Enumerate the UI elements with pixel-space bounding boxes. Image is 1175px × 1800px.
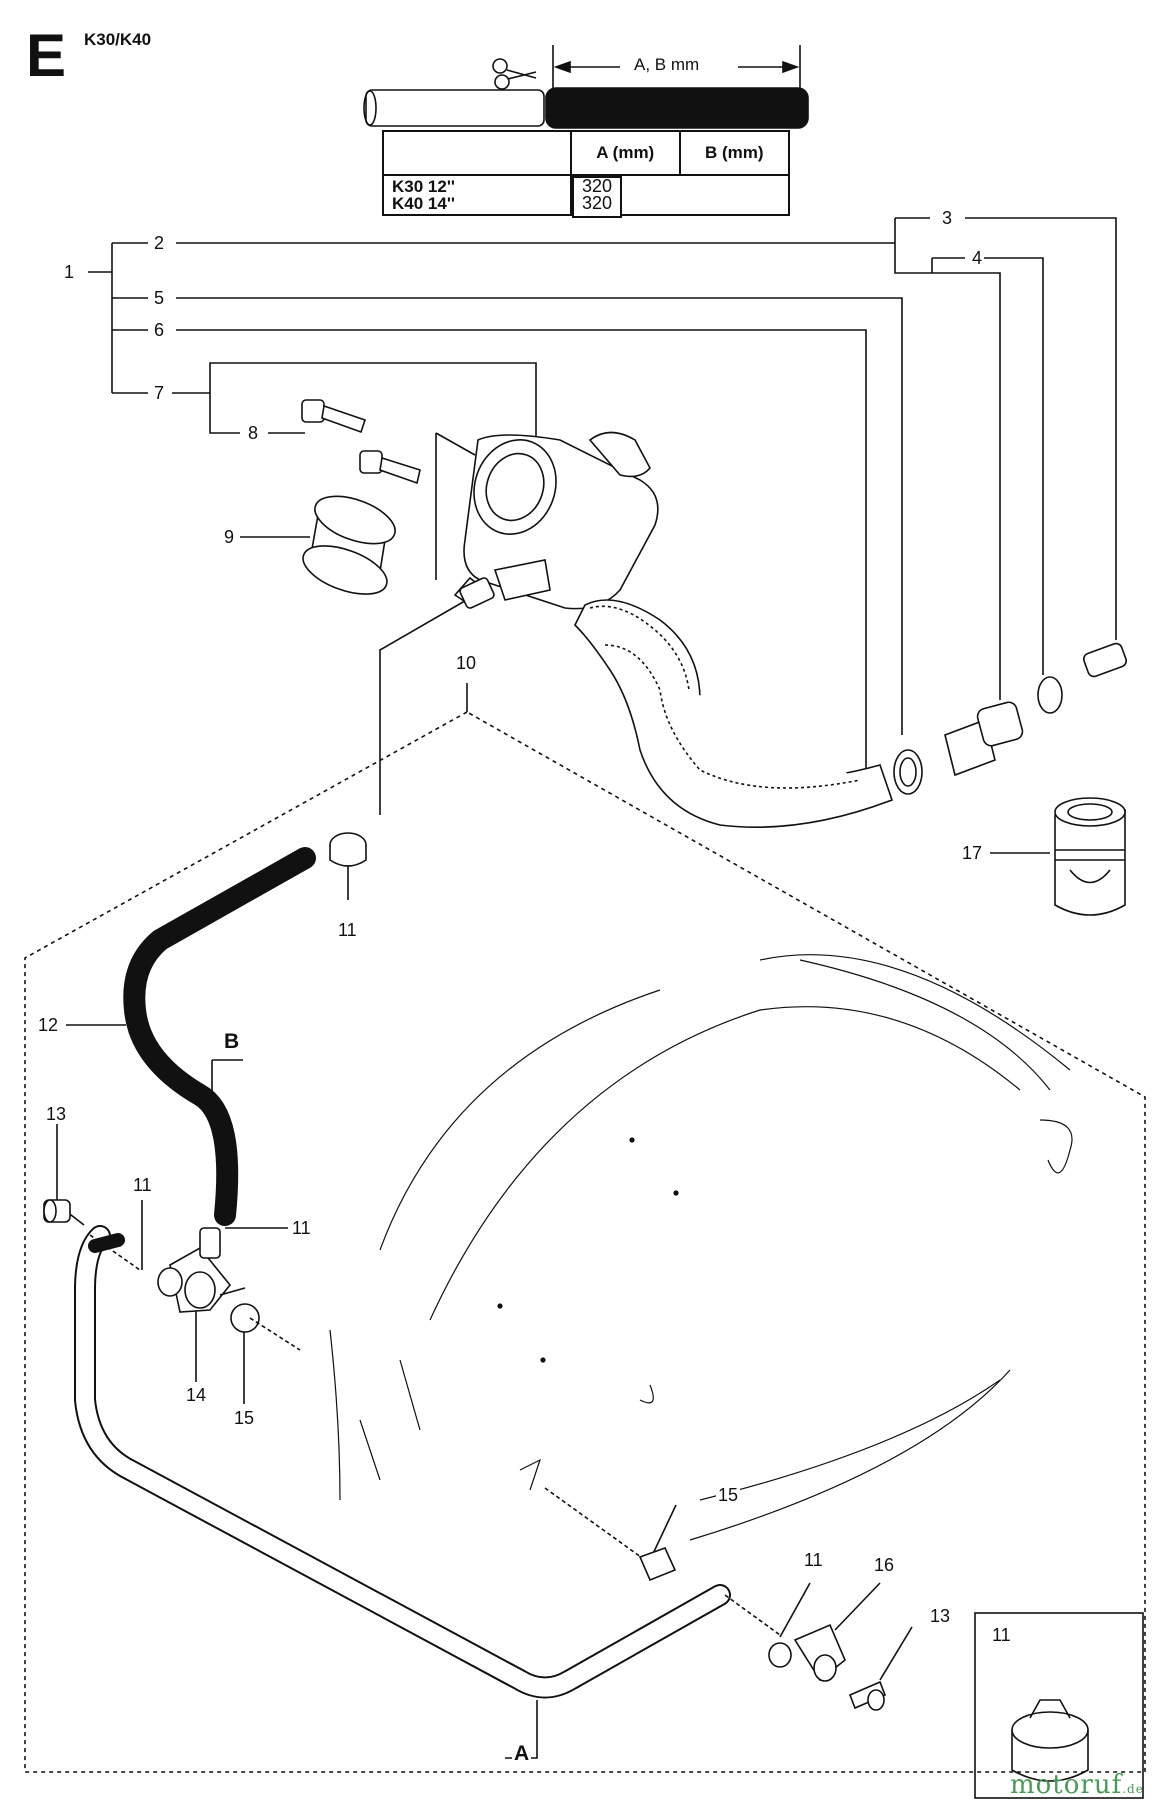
hose-12 xyxy=(123,847,316,1226)
spec-table-row: K30 12'' K40 14'' 165 205 320 320 xyxy=(382,174,789,218)
watermark-suffix: .de xyxy=(1122,1782,1144,1796)
hose-length-illustration xyxy=(363,45,809,129)
clamp-11-top xyxy=(329,832,367,867)
t-piece xyxy=(61,1207,301,1351)
callout-8: 8 xyxy=(246,423,261,443)
spec-b-k40: 320 xyxy=(582,193,613,213)
spec-table: A (mm) B (mm) K30 12'' K40 14'' 165 205 … xyxy=(382,130,791,218)
dimension-label: A, B mm xyxy=(628,55,706,75)
stud-13-left xyxy=(43,1199,71,1223)
callout-4: 4 xyxy=(970,248,985,268)
braided-hose xyxy=(574,599,894,829)
callout-10: 10 xyxy=(454,653,479,673)
callout-3: 3 xyxy=(940,208,955,228)
handle-valve-assembly xyxy=(453,431,659,610)
callout-11-right: 11 xyxy=(802,1550,825,1570)
sleeve xyxy=(302,495,396,595)
spec-model-k30: K30 12'' xyxy=(392,177,455,196)
callout-1: 1 xyxy=(62,262,77,282)
spec-b-cell: 320 320 xyxy=(572,176,623,218)
spec-header-b: B (mm) xyxy=(678,130,791,176)
spec-model-k40: K40 14'' xyxy=(392,194,455,213)
callout-11-mid: 11 xyxy=(290,1218,313,1238)
spec-table-header: A (mm) B (mm) xyxy=(382,130,791,176)
callout-7: 7 xyxy=(152,383,167,403)
callout-13-left: 13 xyxy=(44,1104,69,1124)
reference-a: A xyxy=(512,1742,532,1765)
spec-model-cell: K30 12'' K40 14'' xyxy=(382,174,572,216)
model-title: K30/K40 xyxy=(84,30,152,49)
callout-11-top: 11 xyxy=(336,920,359,940)
callout-5: 5 xyxy=(152,288,167,308)
inset-clamp-detail xyxy=(974,1612,1144,1799)
callout-17: 17 xyxy=(960,843,985,863)
screws xyxy=(301,399,421,485)
hose-a xyxy=(74,1225,731,1699)
callout-11-left: 11 xyxy=(131,1175,154,1195)
blade-guard xyxy=(329,954,1073,1541)
quick-coupling xyxy=(1054,797,1126,916)
reference-b: B xyxy=(222,1030,242,1053)
watermark-text: motoruf xyxy=(1010,1770,1123,1800)
callout-leader-lines xyxy=(56,217,1117,1759)
callout-14: 14 xyxy=(184,1385,209,1405)
section-letter: E xyxy=(26,22,67,89)
watermark: motoruf.de xyxy=(1010,1770,1144,1800)
callout-11-inset: 11 xyxy=(990,1625,1013,1645)
callout-2: 2 xyxy=(152,233,167,253)
callout-16: 16 xyxy=(872,1555,897,1575)
spec-header-a: A (mm) xyxy=(570,130,681,176)
callout-9: 9 xyxy=(222,527,237,547)
callout-12: 12 xyxy=(36,1015,61,1035)
spec-header-model xyxy=(382,130,572,176)
callout-15-right: 15 xyxy=(716,1485,741,1505)
callout-15-left: 15 xyxy=(232,1408,257,1428)
callout-13-right: 13 xyxy=(928,1606,953,1626)
right-fittings xyxy=(544,1487,887,1711)
callout-6: 6 xyxy=(152,320,167,340)
spec-b-k30: 320 xyxy=(582,176,613,196)
coupling-parts xyxy=(893,642,1128,795)
